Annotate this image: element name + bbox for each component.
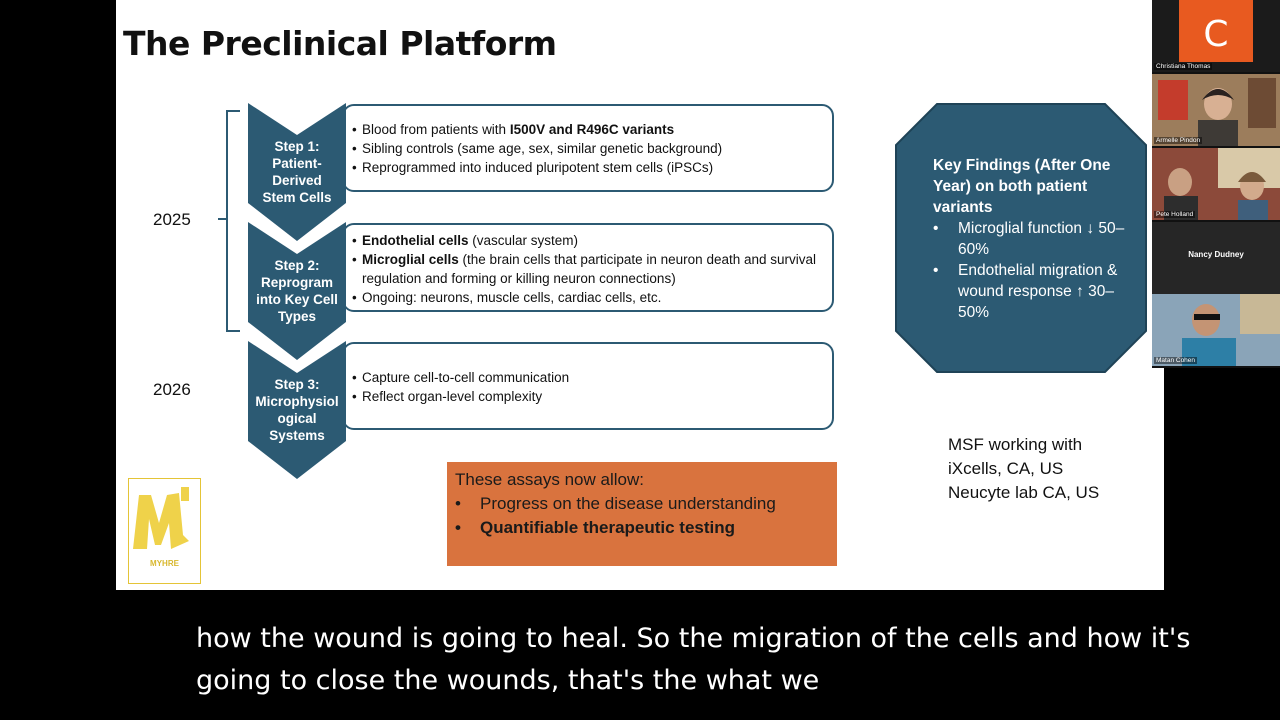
participant-name: Christiana Thomas: [1154, 63, 1213, 70]
logo-text: MYHRE: [150, 559, 179, 568]
step-1-label-line: Patient-: [272, 156, 322, 171]
participant-name: Nancy Dudney: [1188, 250, 1244, 259]
step-3-chevron: Step 3: Microphysiol ogical Systems: [248, 341, 346, 479]
bracket-tick: [218, 218, 227, 220]
key-findings-panel: Key Findings (After One Year) on both pa…: [895, 103, 1147, 373]
participant-video-icon: [1152, 74, 1280, 146]
participant-name: Armelle Pindon: [1154, 137, 1203, 144]
step-1-label-line: Step 1:: [274, 139, 320, 154]
step-2-label-line: Types: [277, 309, 316, 324]
step-3-box: Capture cell-to-cell communication Refle…: [342, 342, 834, 430]
step-3-label-line: Microphysiol: [255, 394, 339, 409]
participant-video-icon: [1152, 294, 1280, 366]
msf-note-line: iXcells, CA, US: [948, 459, 1064, 478]
step-1-box: Blood from patients with I500V and R496C…: [342, 104, 834, 192]
logo-mark-icon: [133, 487, 189, 549]
participant-tile[interactable]: Matan Cohen: [1152, 294, 1280, 366]
participant-name: Matan Cohen: [1154, 357, 1198, 364]
step-2-bullet-3: Ongoing: neurons, muscle cells, cardiac …: [352, 288, 822, 307]
key-findings-heading: Key Findings (After One Year) on both pa…: [933, 157, 1111, 216]
step-1-bullet-2: Sibling controls (same age, sex, similar…: [352, 139, 822, 158]
participant-tile[interactable]: Pete Holland: [1152, 148, 1280, 220]
step-2-bullet-2: Microglial cells (the brain cells that p…: [352, 250, 822, 288]
step-3-label-line: Step 3:: [274, 377, 320, 392]
participant-tile[interactable]: C Christiana Thomas: [1152, 0, 1280, 72]
step-2-label-line: into Key Cell: [256, 292, 338, 307]
slide-title: The Preclinical Platform: [123, 24, 557, 63]
key-finding-item: Microglial function ↓ 50–60%: [933, 218, 1133, 260]
msf-note-line: Neucyte lab CA, US: [948, 483, 1100, 502]
step-3-bullet-2: Reflect organ-level complexity: [352, 387, 822, 406]
msf-note: MSF working with iXcells, CA, US Neucyte…: [948, 433, 1099, 505]
presentation-slide: The Preclinical Platform 2025 2026 Blood…: [116, 0, 1164, 590]
step-1-label-line: Derived: [272, 173, 322, 188]
step-2-bullet-1: Endothelial cells (vascular system): [352, 231, 822, 250]
participant-video-icon: [1152, 148, 1280, 220]
msf-note-line: MSF working with: [948, 435, 1083, 454]
myhre-logo: MYHRE: [128, 478, 201, 584]
step-1-chevron: Step 1: Patient- Derived Stem Cells: [248, 103, 346, 241]
step-1-bullet-1: Blood from patients with I500V and R496C…: [352, 120, 822, 139]
step-2-label-line: Step 2:: [274, 258, 320, 273]
assays-box: These assays now allow: Progress on the …: [447, 462, 837, 566]
caption-line: how the wound is going to heal. So the m…: [196, 623, 1191, 654]
step-2-box: Endothelial cells (vascular system) Micr…: [342, 223, 834, 312]
participants-panel: C Christiana Thomas Armelle Pindon Pete …: [1152, 0, 1280, 368]
step-1-label-line: Stem Cells: [262, 190, 332, 205]
caption-line: going to close the wounds, that's the wh…: [196, 665, 820, 696]
step-3-label-line: ogical: [277, 411, 317, 426]
year-bracket: [226, 110, 240, 332]
step-3-bullet-1: Capture cell-to-cell communication: [352, 368, 822, 387]
live-caption: how the wound is going to heal. So the m…: [196, 618, 1190, 702]
key-finding-item: Endothelial migration & wound response ↑…: [933, 260, 1133, 323]
assay-item: Quantifiable therapeutic testing: [455, 516, 829, 540]
step-2-label-line: Reprogram: [260, 275, 333, 290]
participant-tile[interactable]: Nancy Dudney: [1152, 222, 1280, 294]
step-2-chevron: Step 2: Reprogram into Key Cell Types: [248, 222, 346, 360]
step-3-label-line: Systems: [269, 428, 325, 443]
year-label-2026: 2026: [153, 380, 191, 399]
avatar: C: [1179, 0, 1253, 62]
year-label-2025: 2025: [153, 210, 191, 229]
assay-item: Progress on the disease understanding: [455, 492, 829, 516]
assays-heading: These assays now allow:: [455, 470, 644, 489]
participant-tile[interactable]: Armelle Pindon: [1152, 74, 1280, 146]
step-1-bullet-3: Reprogrammed into induced pluripotent st…: [352, 158, 822, 177]
participant-name: Pete Holland: [1154, 211, 1196, 218]
